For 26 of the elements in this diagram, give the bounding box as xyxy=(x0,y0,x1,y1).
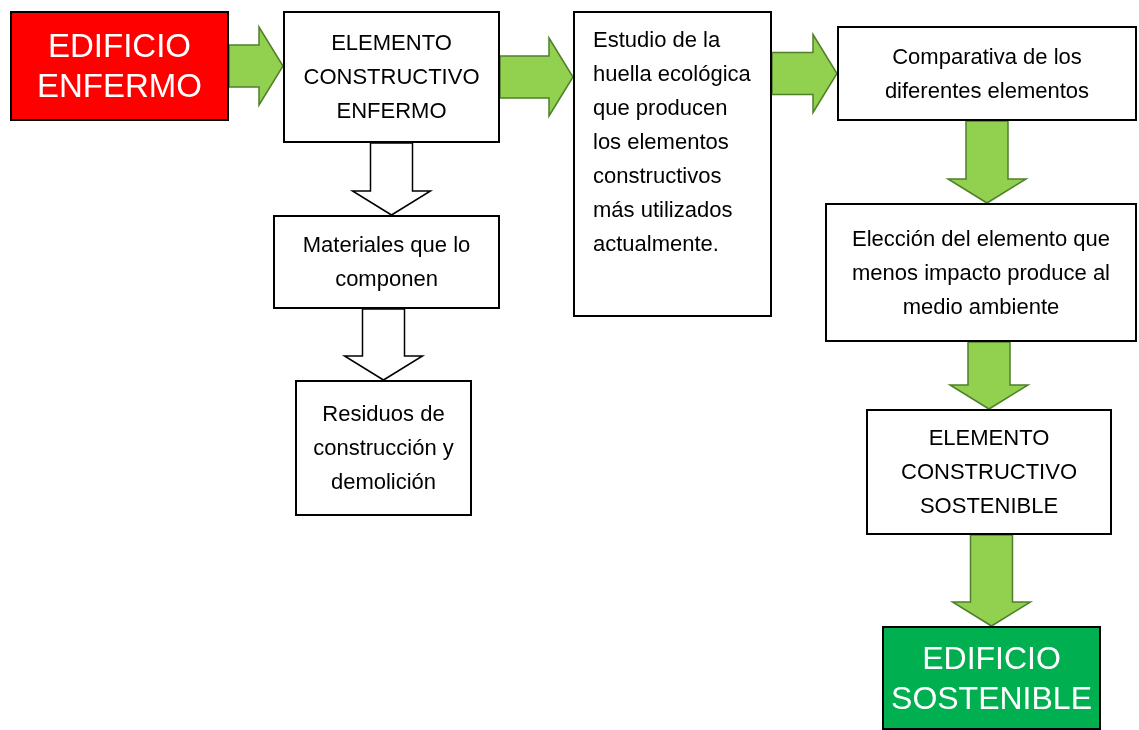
box-label: Elección del elemento que menos impacto produce al medio ambiente xyxy=(850,224,1112,321)
block-arrow xyxy=(499,35,574,119)
process-box xyxy=(825,203,1137,342)
process-box xyxy=(273,215,500,309)
block-arrow xyxy=(341,308,426,381)
block-arrow xyxy=(771,31,838,116)
box-label: EDIFICIO SOSTENIBLE xyxy=(891,639,1092,718)
process-box xyxy=(573,11,772,317)
end-box xyxy=(882,626,1101,730)
box-label: Estudio de la huella ecológica que producen los elementos constructivos más utilizados actualmente. xyxy=(593,26,752,258)
process-box xyxy=(866,409,1112,535)
block-arrow xyxy=(949,534,1034,627)
block-arrow xyxy=(947,341,1031,410)
start-box xyxy=(10,11,229,121)
process-box xyxy=(295,380,472,516)
box-label: ELEMENTO CONSTRUCTIVO SOSTENIBLE xyxy=(900,424,1078,520)
block-arrow xyxy=(945,120,1029,204)
box-label: ELEMENTO CONSTRUCTIVO ENFERMO xyxy=(302,29,481,125)
process-box xyxy=(837,26,1137,121)
box-label: Comparativa de los diferentes elementos xyxy=(883,42,1091,105)
block-arrow xyxy=(228,24,284,108)
box-label: Residuos de construcción y demolición xyxy=(312,400,455,496)
box-label: EDIFICIO ENFERMO xyxy=(36,26,203,106)
process-box xyxy=(283,11,500,143)
block-arrow xyxy=(349,142,434,216)
box-label: Materiales que lo componen xyxy=(301,231,472,293)
